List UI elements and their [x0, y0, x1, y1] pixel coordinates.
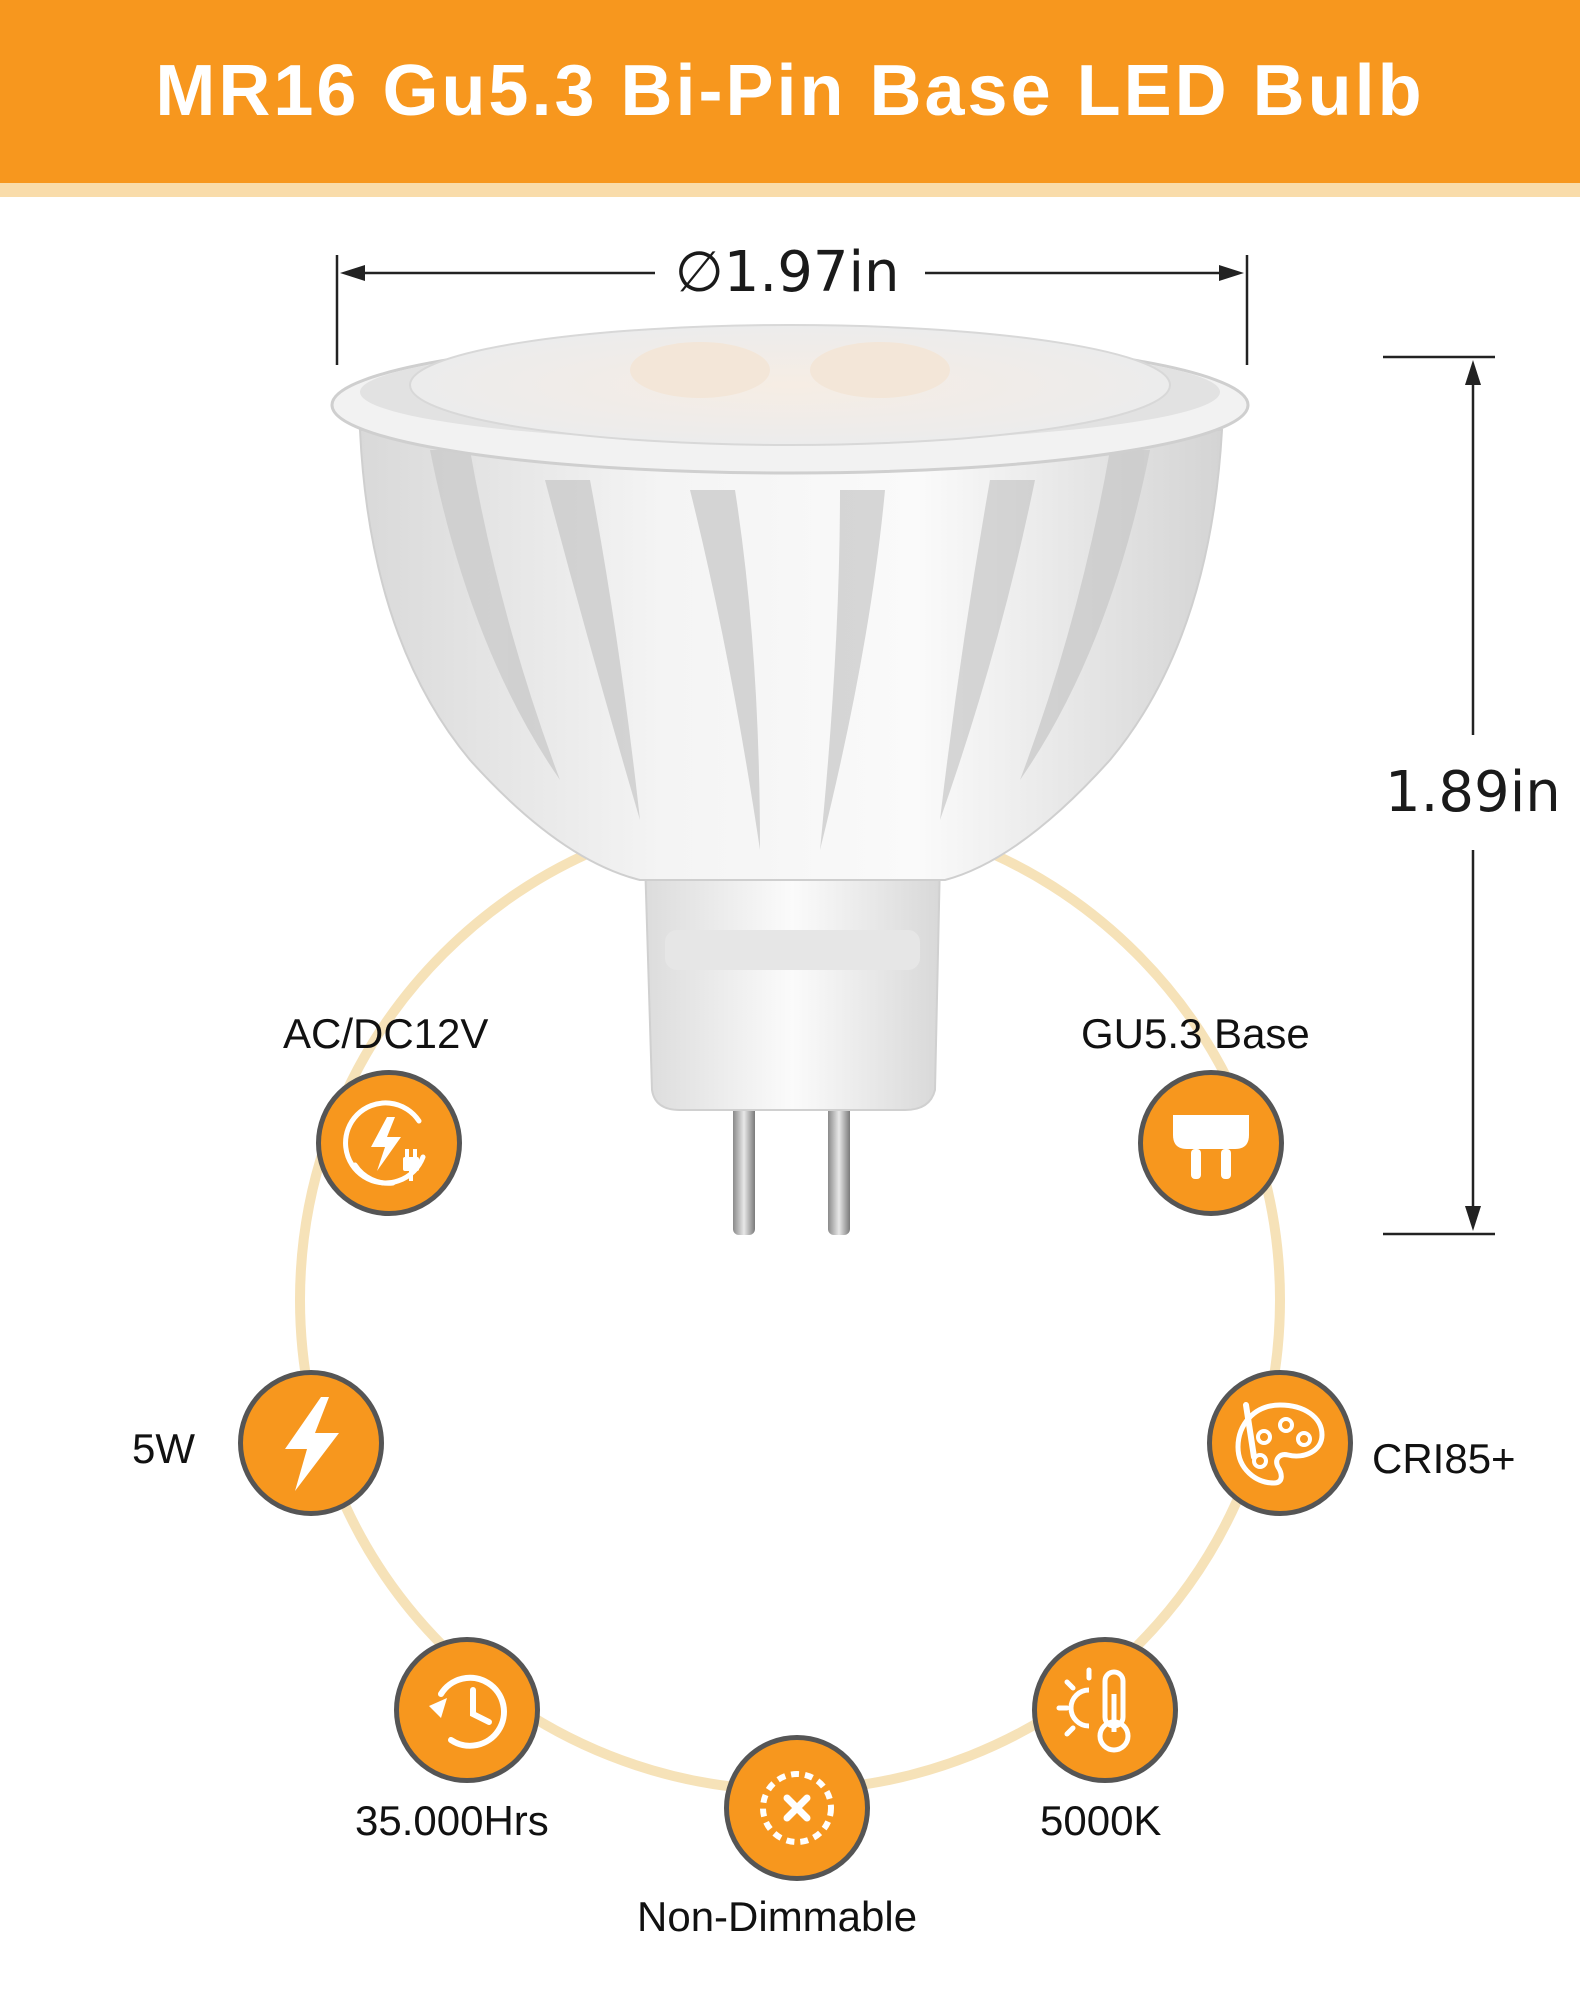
led-bulb-image	[330, 324, 1250, 1235]
feature-dimming-badge	[724, 1735, 870, 1881]
feature-base-badge	[1138, 1070, 1284, 1216]
header-banner	[0, 0, 1580, 183]
lightning-bolt-icon	[285, 1397, 339, 1491]
bi-pin-base-icon	[1173, 1115, 1249, 1179]
header-accent-strip	[0, 183, 1580, 197]
feature-lifespan-label: 35.000Hrs	[355, 1797, 549, 1844]
non-dimmable-icon	[760, 1771, 834, 1845]
voltage-plug-icon	[343, 1100, 426, 1186]
height-label: 1.89in	[1385, 760, 1561, 825]
feature-dimming-label: Non-Dimmable	[637, 1893, 918, 1940]
feature-voltage-badge	[316, 1070, 462, 1216]
feature-wattage-label: 5W	[132, 1425, 195, 1472]
feature-wattage-badge	[238, 1370, 384, 1516]
page-title: MR16 Gu5.3 Bi-Pin Base LED Bulb	[155, 51, 1425, 131]
feature-voltage-label: AC/DC12V	[283, 1010, 489, 1057]
feature-cri-label: CRI85+	[1372, 1435, 1516, 1482]
clock-icon	[429, 1674, 507, 1749]
feature-color-temp-label: 5000K	[1040, 1797, 1162, 1844]
diameter-dimension-line	[335, 255, 1249, 365]
feature-cri-badge	[1207, 1370, 1353, 1516]
diameter-label: ∅1.97in	[675, 240, 900, 305]
thermometer-sun-icon	[1056, 1667, 1131, 1753]
height-dimension-line	[1383, 355, 1495, 1236]
feature-base-label: GU5.3 Base	[1081, 1010, 1310, 1057]
feature-lifespan-badge	[394, 1637, 540, 1783]
paint-palette-icon	[1235, 1402, 1325, 1486]
feature-color-temp-badge	[1032, 1637, 1178, 1783]
